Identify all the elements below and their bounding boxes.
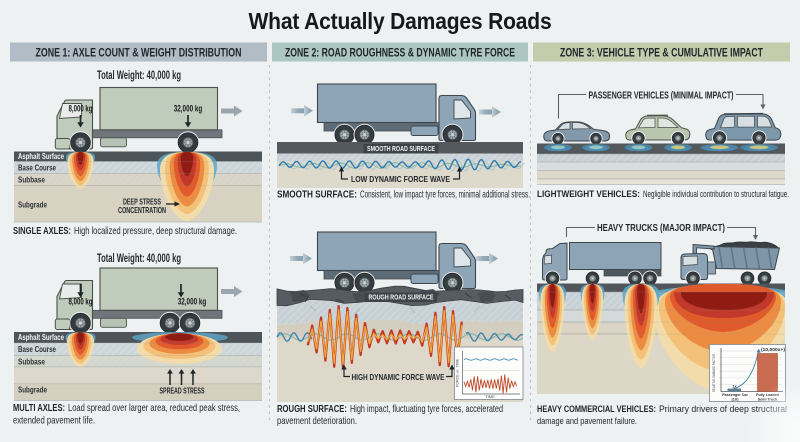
svg-text:Asphalt Surface: Asphalt Surface [18, 332, 64, 342]
svg-text:LOW DYNAMIC FORCE WAVE: LOW DYNAMIC FORCE WAVE [351, 174, 450, 184]
svg-text:PASSENGER VEHICLES (MINIMAL IM: PASSENGER VEHICLES (MINIMAL IMPACT) [589, 90, 734, 101]
svg-text:Asphalt Surface: Asphalt Surface [18, 151, 64, 161]
svg-text:(10,000x+): (10,000x+) [761, 347, 786, 352]
svg-text:Base Course: Base Course [18, 344, 56, 354]
svg-text:RELATIVE DAMAGE FACTOR: RELATIVE DAMAGE FACTOR [712, 354, 716, 392]
svg-text:Base Course: Base Course [18, 163, 56, 173]
svg-text:HEAVY TRUCKS (MAJOR IMPACT): HEAVY TRUCKS (MAJOR IMPACT) [597, 223, 725, 234]
svg-text:MULTI AXLES:: MULTI AXLES: [13, 402, 65, 414]
svg-text:(1X): (1X) [732, 397, 740, 401]
svg-text:8,000 kg: 8,000 kg [69, 104, 93, 115]
svg-text:HIGH DYNAMIC FORCE WAVE: HIGH DYNAMIC FORCE WAVE [352, 372, 445, 382]
svg-text:ZONE 1: AXLE COUNT & WEIGHT DI: ZONE 1: AXLE COUNT & WEIGHT DISTRIBUTION [36, 45, 242, 59]
svg-text:32,000 kg: 32,000 kg [174, 104, 203, 115]
svg-text:LIGHTWEIGHT VEHICLES:: LIGHTWEIGHT VEHICLES: [537, 189, 640, 200]
svg-text:SINGLE AXLES:: SINGLE AXLES: [13, 225, 71, 237]
svg-text:SPREAD STRESS: SPREAD STRESS [160, 386, 205, 396]
svg-text:DEEP STRESS: DEEP STRESS [123, 197, 161, 207]
svg-text:Total Weight: 40,000 kg: Total Weight: 40,000 kg [97, 69, 181, 82]
svg-text:Load spread over larger area,: Load spread over larger area, reduced pe… [68, 402, 240, 414]
svg-text:Negligible individual contribu: Negligible individual contribution to st… [643, 189, 789, 200]
svg-text:High localized pressure, deep: High localized pressure, deep structural… [74, 225, 237, 237]
svg-text:High impact, fluctuating tyre: High impact, fluctuating tyre forces, ac… [350, 404, 503, 415]
svg-text:Subgrade: Subgrade [18, 385, 47, 395]
svg-text:FORCE vs. TIME: FORCE vs. TIME [456, 359, 460, 387]
svg-text:Consistent, low impact tyre fo: Consistent, low impact tyre forces, mini… [360, 190, 530, 201]
svg-text:CONCENTRATION: CONCENTRATION [118, 205, 166, 215]
svg-text:pavement deterioration.: pavement deterioration. [277, 416, 357, 427]
svg-text:ROUGH SURFACE:: ROUGH SURFACE: [277, 404, 347, 415]
svg-text:extended pavement life.: extended pavement life. [13, 415, 95, 427]
svg-text:Subgrade: Subgrade [18, 200, 47, 210]
svg-text:damage and pavement failure.: damage and pavement failure. [537, 416, 637, 427]
svg-text:Total Weight: 40,000 kg: Total Weight: 40,000 kg [97, 252, 181, 265]
svg-text:What Actually Damages Roads: What Actually Damages Roads [249, 8, 552, 34]
svg-text:ZONE 3: VEHICLE TYPE & CUMULAT: ZONE 3: VEHICLE TYPE & CUMULATIVE IMPACT [560, 45, 764, 59]
svg-text:SMOOTH ROAD SURFACE: SMOOTH ROAD SURFACE [367, 144, 435, 153]
svg-text:1x: 1x [732, 384, 737, 388]
svg-text:Passenger Car: Passenger Car [722, 393, 748, 397]
svg-text:SMOOTH SURFACE:: SMOOTH SURFACE: [277, 190, 357, 201]
svg-text:TIME: TIME [485, 394, 495, 399]
svg-text:Primary drivers of deep struct: Primary drivers of deep structural [659, 404, 787, 415]
svg-text:HEAVY COMMERCIAL VEHICLES:: HEAVY COMMERCIAL VEHICLES: [537, 404, 656, 415]
svg-text:ZONE 2: ROAD ROUGHNESS & DYNAM: ZONE 2: ROAD ROUGHNESS & DYNAMIC TYRE FO… [285, 45, 515, 59]
svg-text:Subbase: Subbase [18, 175, 45, 185]
svg-text:ROUGH ROAD SURFACE: ROUGH ROAD SURFACE [369, 293, 434, 302]
svg-text:32,000 kg: 32,000 kg [178, 297, 207, 308]
svg-text:8,000 kg: 8,000 kg [69, 297, 93, 308]
svg-text:Subbase: Subbase [18, 356, 45, 366]
